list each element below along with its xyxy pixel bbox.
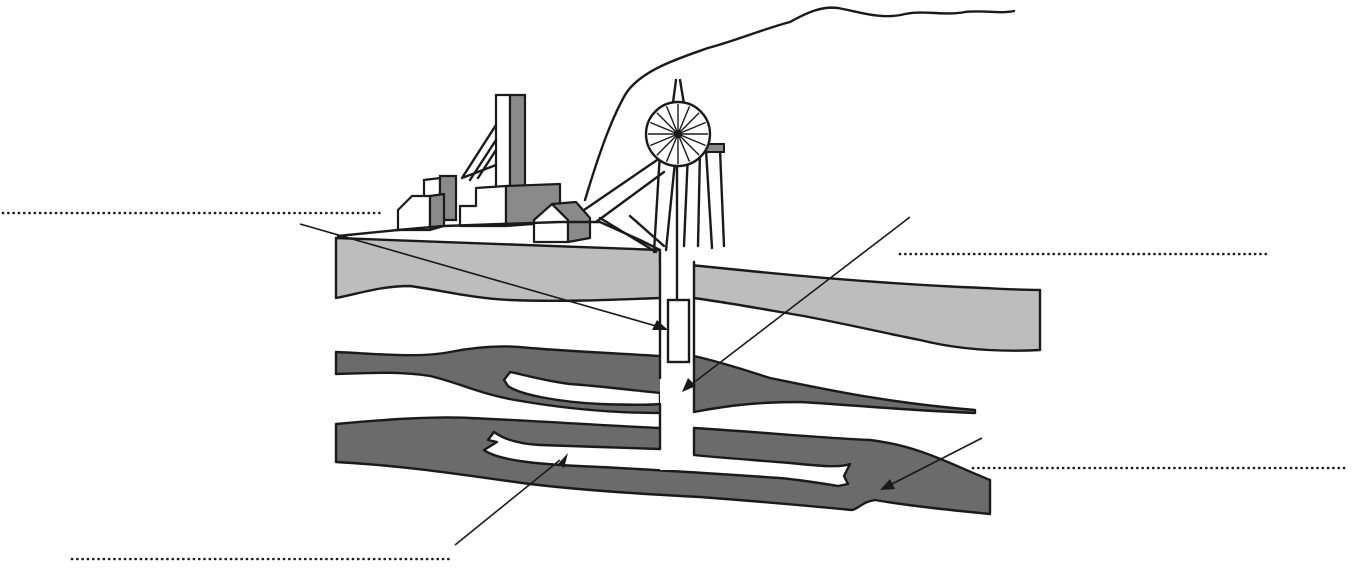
- wheel-spoke: [656, 133, 679, 156]
- conveyor: [582, 156, 666, 254]
- arrowhead-right-top: [682, 378, 696, 392]
- wheel-spoke: [665, 133, 679, 162]
- answer-lines: [1, 211, 1350, 561]
- upper-gallery: [502, 370, 662, 406]
- wheel-spoke: [677, 133, 700, 156]
- wheel-spoke: [656, 112, 679, 135]
- leader-left-bottom: [454, 459, 561, 546]
- leader-right-top: [691, 216, 911, 385]
- arrowhead-left-bottom: [558, 453, 568, 468]
- wheel-spoke: [677, 121, 706, 135]
- wheel-spoke: [665, 106, 679, 135]
- wheel-spoke: [677, 112, 700, 135]
- wheel-spoke: [677, 106, 691, 135]
- winding-wheel-icon: [644, 100, 712, 168]
- chimney-icon: [494, 93, 527, 192]
- wheel-spoke: [650, 121, 679, 135]
- wheel-spoke: [677, 133, 691, 162]
- wheel-spoke: [650, 133, 679, 147]
- leader-right-bottom: [891, 437, 983, 485]
- leader-left-top: [299, 223, 657, 327]
- surface-buildings: [336, 93, 662, 252]
- mine-headframe-icon: [644, 78, 726, 254]
- arrowhead-right-bottom: [880, 479, 895, 490]
- arrowhead-left-top: [652, 320, 668, 330]
- upper-coal-seam: [334, 345, 977, 415]
- wheel-spoke: [677, 133, 706, 147]
- leader-lines: [299, 216, 983, 546]
- cage-icon: [666, 148, 691, 364]
- hill-outline: [583, 6, 1016, 202]
